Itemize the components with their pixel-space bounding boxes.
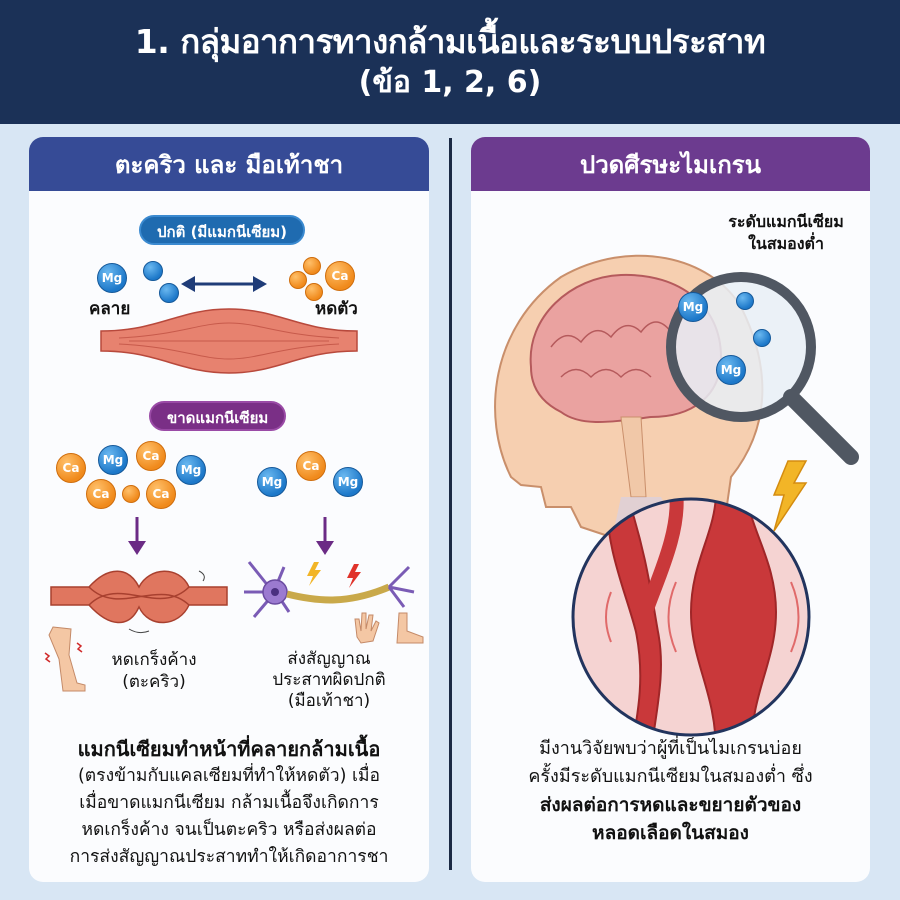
- mg-ion-icon: Mg: [97, 263, 127, 293]
- lightning-bolt-icon: [772, 460, 808, 532]
- caption-line: (ตรงข้ามกับแคลเซียมที่ทำให้หดตัว) เมื่อ: [77, 766, 380, 786]
- ca-ion-icon: [122, 485, 140, 503]
- caption-line: มีงานวิจัยพบว่าผู้ที่เป็นไมเกรนบ่อย: [539, 738, 802, 759]
- contract-label: หดตัว: [315, 299, 358, 319]
- caption-line-bold: ส่งผลต่อการหดและขยายตัวของ: [539, 794, 802, 816]
- leg-cramp-icon: [44, 626, 86, 692]
- mg-ion-icon: [159, 283, 179, 303]
- caption-line: หดเกร็งค้าง จนเป็นตะคริว หรือส่งผลต่อ: [81, 820, 377, 840]
- brain-mg-label-line: ในสมองต่ำ: [748, 234, 824, 253]
- ca-ion-icon: Ca: [325, 261, 355, 291]
- mg-ion-icon: Mg: [98, 445, 128, 475]
- mg-ion-icon: Mg: [333, 467, 363, 497]
- brain-mg-label-line: ระดับแมกนีเซียม: [728, 212, 844, 231]
- magnifying-glass-icon: [666, 272, 859, 465]
- nerve-label: ส่งสัญญาณ ประสาทผิดปกติ (มือเท้าชา): [249, 649, 409, 712]
- caption-line: การส่งสัญญาณประสาททำให้เกิดอาการชา: [69, 847, 389, 867]
- relax-label: คลาย: [89, 299, 131, 319]
- caption-line: เมื่อขาดแมกนีเซียม กล้ามเนื้อจึงเกิดการ: [79, 793, 379, 813]
- neuron-illustration: [244, 561, 415, 618]
- right-caption: มีงานวิจัยพบว่าผู้ที่เป็นไมเกรนบ่อย ครั้…: [471, 735, 870, 847]
- nerve-label-line: ประสาทผิดปกติ: [272, 670, 386, 690]
- ca-ion-icon: Ca: [86, 479, 116, 509]
- ca-ion-icon: [305, 283, 323, 301]
- caption-line-bold: หลอดเลือดในสมอง: [592, 822, 749, 844]
- cramp-label-line: (ตะคริว): [122, 672, 186, 692]
- ca-ion-icon: Ca: [136, 441, 166, 471]
- panel-divider: [449, 138, 452, 870]
- mg-ion-icon: [143, 261, 163, 281]
- relaxed-muscle-illustration: [100, 308, 358, 374]
- caption-line: ครั้งมีระดับแมกนีเซียมในสมองต่ำ ซึ่ง: [528, 766, 813, 787]
- double-arrow-icon: [181, 276, 267, 292]
- deficiency-pill: ขาดแมกนีเซียม: [149, 401, 287, 431]
- cramp-label: หดเกร็งค้าง (ตะคริว): [99, 649, 209, 693]
- normal-state-pill: ปกติ (มีแมกนีเซียม): [139, 215, 306, 245]
- page-subtitle: (ข้อ 1, 2, 6): [358, 65, 542, 100]
- mg-ion-icon: Mg: [257, 467, 287, 497]
- ca-ion-icon: Ca: [296, 451, 326, 481]
- panel-title: ปวดศีรษะไมเกรน: [471, 137, 870, 191]
- down-arrow-icon: [316, 517, 334, 555]
- caption-heading: แมกนีเซียมทำหน้าที่คลายกล้ามเนื้อ: [77, 737, 381, 761]
- cramped-muscle-illustration: [50, 570, 228, 634]
- mg-ion-icon: Mg: [716, 355, 746, 385]
- hand-foot-numbness-icon: [354, 612, 424, 644]
- mg-ion-icon: Mg: [678, 292, 708, 322]
- ca-ion-icon: [289, 271, 307, 289]
- panel-title: ตะคริว และ มือเท้าชา: [29, 137, 429, 191]
- nerve-label-line: (มือเท้าชา): [287, 691, 371, 711]
- cramps-numbness-panel: ตะคริว และ มือเท้าชา ปกติ (มีแมกนีเซียม)…: [29, 137, 429, 882]
- down-arrow-icon: [128, 517, 146, 555]
- ca-ion-icon: Ca: [56, 453, 86, 483]
- left-caption: แมกนีเซียมทำหน้าที่คลายกล้ามเนื้อ (ตรงข้…: [29, 735, 429, 871]
- ca-ion-icon: Ca: [146, 479, 176, 509]
- ca-ion-icon: [303, 257, 321, 275]
- brain-mg-label: ระดับแมกนีเซียม ในสมองต่ำ: [711, 211, 861, 255]
- cramp-label-line: หดเกร็งค้าง: [111, 650, 197, 670]
- page-title: 1. กลุ่มอาการทางกล้ามเนื้อและระบบประสาท: [134, 22, 766, 61]
- page-header: 1. กลุ่มอาการทางกล้ามเนื้อและระบบประสาท …: [0, 0, 900, 124]
- mg-ion-icon: Mg: [176, 455, 206, 485]
- nerve-label-line: ส่งสัญญาณ: [287, 649, 371, 669]
- blood-vessel-closeup: [571, 497, 811, 737]
- mg-ion-icon: [736, 292, 754, 310]
- mg-ion-icon: [753, 329, 771, 347]
- migraine-panel: ปวดศีรษะไมเกรน ระดับแมกนีเซียม ในสมองต่ำ…: [471, 137, 870, 882]
